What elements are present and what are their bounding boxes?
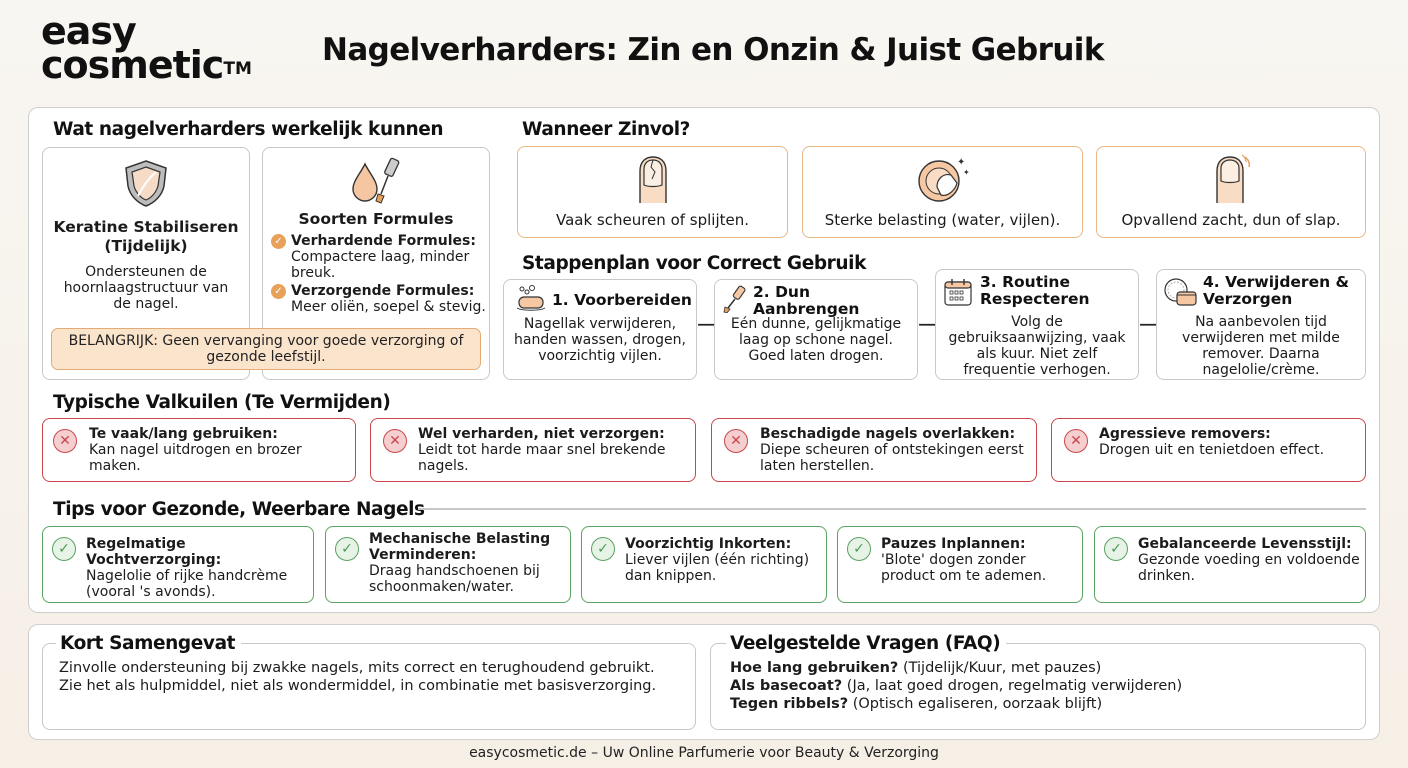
tip-card: ✓ Pauzes Inplannen:'Blote' dogen zonder … xyxy=(837,526,1083,603)
tip-card: ✓ Gebalanceerde Levensstijl:Gezonde voed… xyxy=(1094,526,1366,603)
formula-item: ✓ Verzorgende Formules:Meer oliën, soepe… xyxy=(271,283,486,315)
brand-logo: easy cosmeticTM xyxy=(41,9,252,84)
when-useful-card: Opvallend zacht, dun of slap. xyxy=(1096,146,1366,238)
tip-title: Voorzichtig Inkorten: xyxy=(625,536,792,552)
check-circle-icon: ✓ xyxy=(847,537,871,561)
page-title: Nagelverharders: Zin en Onzin & Juist Ge… xyxy=(322,32,1104,68)
when-useful-card: ✦✦ Sterke belasting (water, vijlen). xyxy=(802,146,1083,238)
step-title: 2. Dun Aanbrengen xyxy=(753,283,860,318)
step-card: 1. Voorbereiden Nagellak verwijderen, ha… xyxy=(503,279,697,380)
step-card: 3. Routine Respecteren Volg de gebruiksa… xyxy=(935,269,1139,380)
footer: easycosmetic.de – Uw Online Parfumerie v… xyxy=(469,745,939,761)
cracked-nail-icon xyxy=(636,155,670,207)
keratine-text: Ondersteunen de hoornlaagstructuur van d… xyxy=(63,264,229,312)
summary-card xyxy=(42,643,696,730)
section-divider xyxy=(418,508,1366,510)
what-they-do-heading: Wat nagelverharders werkelijk kunnen xyxy=(53,119,444,140)
check-circle-icon: ✓ xyxy=(52,537,76,561)
pitfall-title: Wel verharden, niet verzorgen: xyxy=(418,426,665,442)
summary-line: Zie het als hulpmiddel, niet als wonderm… xyxy=(59,678,657,694)
tip-text: 'Blote' dogen zonder product om te ademe… xyxy=(881,552,1047,584)
step-card: 4. Verwijderen & Verzorgen Na aanbevolen… xyxy=(1156,269,1366,380)
x-circle-icon: ✕ xyxy=(724,429,748,453)
step-title: 1. Voorbereiden xyxy=(552,290,692,309)
check-circle-icon: ✓ xyxy=(591,537,615,561)
faq-item: Tegen ribbels? (Optisch egaliseren, oorz… xyxy=(730,696,1103,712)
summary-line: Zinvolle ondersteuning bij zwakke nagels… xyxy=(59,660,655,676)
when-useful-text: Sterke belasting (water, vijlen). xyxy=(824,211,1061,229)
step-text: Na aanbevolen tijd verwijderen met milde… xyxy=(1182,314,1340,378)
when-useful-text: Opvallend zacht, dun of slap. xyxy=(1121,211,1341,229)
steps-heading: Stappenplan voor Correct Gebruik xyxy=(522,253,867,274)
brush-icon xyxy=(723,285,747,317)
pitfall-title: Beschadigde nagels overlakken: xyxy=(760,426,1016,442)
faq-item: Als basecoat? (Ja, laat goed drogen, reg… xyxy=(730,678,1183,694)
faq-item: Hoe lang gebruiken? (Tijdelijk/Kuur, met… xyxy=(730,660,1102,676)
important-note: BELANGRIJK: Geen vervanging voor goede v… xyxy=(51,328,481,370)
tip-title: Regelmatige Vochtverzorging: xyxy=(86,536,222,568)
tip-title: Gebalanceerde Levensstijl: xyxy=(1138,536,1352,552)
step-card: 2. Dun Aanbrengen Eén dunne, gelijkmatig… xyxy=(714,279,918,380)
keratine-title-line2: (Tijdelijk) xyxy=(104,237,188,255)
summary-heading: Kort Samengevat xyxy=(56,633,242,654)
pitfall-text: Diepe scheuren of ontstekingen eerst lat… xyxy=(760,442,1024,474)
tips-heading: Tips voor Gezonde, Weerbare Nagels xyxy=(53,499,425,520)
check-circle-icon: ✓ xyxy=(1104,537,1128,561)
step-title: 3. Routine Respecteren xyxy=(980,273,1090,308)
pitfall-text: Kan nagel uitdrogen en brozer maken. xyxy=(89,442,302,474)
calendar-icon xyxy=(944,278,972,310)
logo-trademark: TM xyxy=(223,59,252,79)
pitfall-text: Leidt tot harde maar snel brekende nagel… xyxy=(418,442,666,474)
pitfall-card: ✕ Te vaak/lang gebruiken:Kan nagel uitdr… xyxy=(42,418,356,482)
x-circle-icon: ✕ xyxy=(1064,429,1088,453)
when-useful-heading: Wanneer Zinvol? xyxy=(522,119,690,140)
tip-text: Draag handschoenen bij schoonmaken/water… xyxy=(369,563,540,595)
pitfall-title: Agressieve removers: xyxy=(1099,426,1271,442)
cream-jar-icon xyxy=(1163,278,1197,312)
when-useful-card: Vaak scheuren of splijten. xyxy=(517,146,788,238)
check-circle-icon: ✓ xyxy=(335,537,359,561)
drop-brush-icon xyxy=(348,156,408,210)
formulas-title: Soorten Formules xyxy=(298,210,454,228)
pitfall-text: Drogen uit en tenietdoen effect. xyxy=(1099,442,1325,458)
svg-text:✦: ✦ xyxy=(957,157,965,168)
x-circle-icon: ✕ xyxy=(53,429,77,453)
step-text: Eén dunne, gelijkmatige laag op schone n… xyxy=(730,316,902,364)
tip-card: ✓ Mechanische Belasting Verminderen:Draa… xyxy=(325,526,571,603)
soft-nail-icon xyxy=(1213,153,1253,207)
pitfall-card: ✕ Agressieve removers:Drogen uit en teni… xyxy=(1051,418,1366,482)
pitfall-card: ✕ Wel verharden, niet verzorgen:Leidt to… xyxy=(370,418,696,482)
dish-washing-icon: ✦✦ xyxy=(915,153,971,207)
check-circle-icon: ✓ xyxy=(271,284,286,299)
when-useful-text: Vaak scheuren of splijten. xyxy=(555,211,750,229)
formula-item: ✓ Verhardende Formules:Compactere laag, … xyxy=(271,233,486,281)
pitfall-title: Te vaak/lang gebruiken: xyxy=(89,426,278,442)
faq-heading: Veelgestelde Vragen (FAQ) xyxy=(726,633,1007,654)
step-text: Nagellak verwijderen, handen wassen, dro… xyxy=(514,316,686,364)
faq-card xyxy=(710,643,1366,730)
tip-title: Mechanische Belasting Verminderen: xyxy=(369,531,551,563)
logo-line1: easy xyxy=(41,9,137,53)
x-circle-icon: ✕ xyxy=(383,429,407,453)
step-text: Volg de gebruiksaanwijzing, vaak als kuu… xyxy=(948,314,1126,378)
pitfall-card: ✕ Beschadigde nagels overlakken:Diepe sc… xyxy=(711,418,1037,482)
logo-line2: cosmetic xyxy=(41,43,224,87)
tip-card: ✓ Voorzichtig Inkorten:Liever vijlen (éé… xyxy=(581,526,827,603)
tip-title: Pauzes Inplannen: xyxy=(881,536,1026,552)
tip-text: Nagelolie of rijke handcrème (vooral 's … xyxy=(86,568,288,600)
tip-text: Gezonde voeding en voldoende drinken. xyxy=(1138,552,1360,584)
shield-icon xyxy=(121,158,171,212)
step-title: 4. Verwijderen & Verzorgen xyxy=(1203,273,1350,308)
soap-icon xyxy=(516,284,546,316)
check-circle-icon: ✓ xyxy=(271,234,286,249)
svg-text:✦: ✦ xyxy=(963,168,970,177)
pitfalls-heading: Typische Valkuilen (Te Vermijden) xyxy=(53,392,391,413)
keratine-title-line1: Keratine Stabiliseren xyxy=(53,218,239,236)
tip-card: ✓ Regelmatige Vochtverzorging:Nagelolie … xyxy=(42,526,314,603)
tip-text: Liever vijlen (één richting) dan knippen… xyxy=(625,552,810,584)
